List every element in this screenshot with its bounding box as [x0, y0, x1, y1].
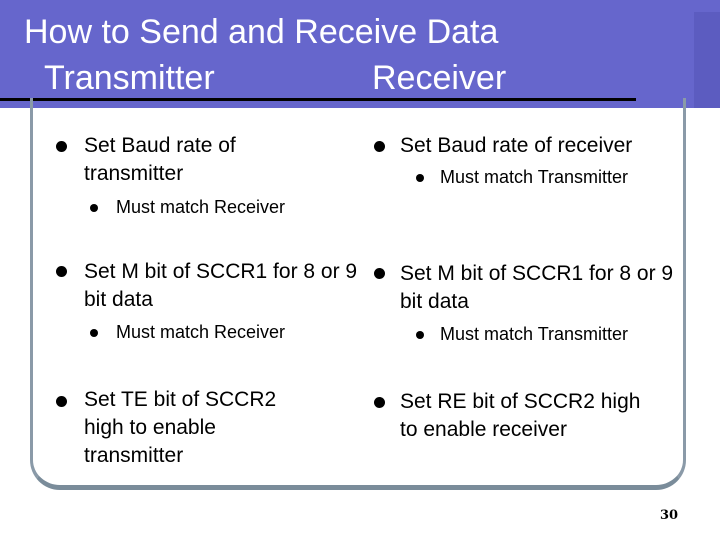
- left-item-m-bit: Set M bit of SCCR1 for 8 or 9 bit data: [84, 260, 358, 311]
- page-number: 30: [660, 508, 679, 523]
- sub-bullet-icon: [416, 331, 424, 339]
- left-item-baud-rate: Set Baud rate of transmitter: [84, 134, 236, 185]
- sub-bullet-icon: [416, 174, 424, 182]
- sub-bullet-icon: [90, 329, 98, 337]
- bullet-icon: [374, 397, 385, 408]
- left-subitem-baud-match: Must match Receiver: [116, 197, 286, 217]
- receiver-heading: Receiver: [372, 59, 507, 97]
- left-subitem-m-match: Must match Receiver: [116, 322, 286, 342]
- slide-title: How to Send and Receive Data: [24, 13, 499, 51]
- bullet-icon: [56, 266, 67, 277]
- title-bar: [0, 0, 720, 108]
- right-subitem-baud-match: Must match Transmitter: [440, 167, 629, 187]
- transmitter-heading: Transmitter: [44, 59, 215, 97]
- title-accent-strip: [694, 12, 720, 108]
- left-item-te-bit: Set TE bit of SCCR2 high to enable trans…: [84, 388, 277, 467]
- right-subitem-m-match: Must match Transmitter: [440, 324, 629, 344]
- bullet-icon: [374, 268, 385, 279]
- content-frame: [30, 98, 686, 490]
- right-item-baud-rate: Set Baud rate of receiver: [400, 134, 633, 157]
- bullet-icon: [374, 141, 385, 152]
- right-item-re-bit: Set RE bit of SCCR2 high to enable recei…: [400, 390, 641, 441]
- bullet-icon: [56, 141, 67, 152]
- bullet-icon: [56, 396, 67, 407]
- right-item-m-bit: Set M bit of SCCR1 for 8 or 9 bit data: [400, 262, 674, 313]
- sub-bullet-icon: [90, 204, 98, 212]
- title-underline: [0, 98, 636, 101]
